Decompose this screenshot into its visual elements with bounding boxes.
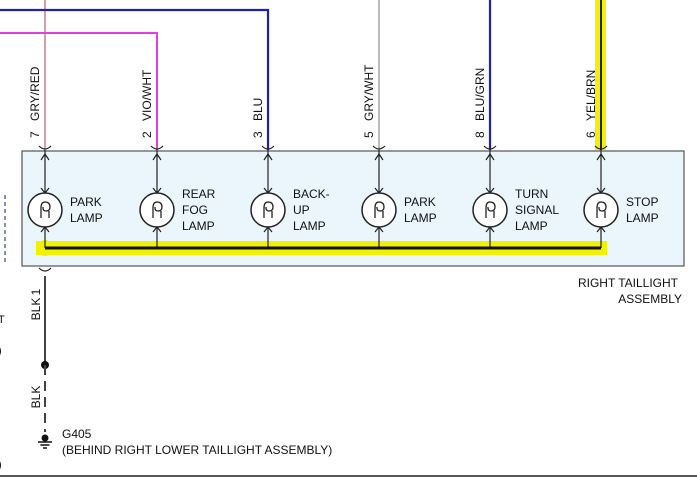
wire-pin-number: 6 [584, 131, 598, 138]
bulb-icon [361, 192, 397, 228]
arrow-top-icon [596, 152, 606, 161]
assembly-label-line1: RIGHT TAILLIGHT [578, 276, 679, 290]
top-connector-arc [38, 145, 52, 150]
arrow-top-icon [374, 152, 384, 161]
wire-color-code: GRY/WHT [362, 64, 376, 121]
lamps: PARKLAMPREARFOGLAMPBACK-UPLAMPPARKLAMPTU… [27, 145, 659, 248]
filament-icon [152, 201, 163, 218]
arrow-top-icon [40, 152, 50, 161]
lamp-label-line: LAMP [404, 211, 437, 225]
lamp-label-line: STOP [626, 195, 658, 209]
lamp-label-line: PARK [70, 195, 102, 209]
lamp-circuit: REAR FOG LAMP [139, 145, 216, 248]
top-wires [0, 0, 606, 150]
filament-icon [485, 201, 496, 218]
lamp-label-line: REAR [182, 187, 216, 201]
wire-pin-number: 3 [251, 131, 265, 138]
lamp-circuit: BACK- UP LAMP [250, 145, 330, 248]
lamp-label-line: LAMP [182, 219, 215, 233]
filament-icon [40, 201, 51, 218]
left-edge-fragment-1: T [0, 314, 5, 326]
top-connector-arc [372, 145, 386, 150]
lamp-label-line: LAMP [70, 211, 103, 225]
ground-wire-color-lower: BLK [29, 386, 43, 409]
wire-color-code: BLU/GRN [473, 68, 487, 121]
left-edge-fragment-3: ) [0, 459, 2, 471]
filament-icon [596, 201, 607, 218]
bulb-icon [250, 192, 286, 228]
wire-pin-number: 2 [140, 131, 154, 138]
lamp-label-line: TURN [515, 187, 548, 201]
top-connector-arc [594, 145, 608, 150]
arrow-top-icon [152, 152, 162, 161]
arrow-top-icon [263, 152, 273, 161]
ground-connector-arc [38, 267, 52, 272]
ground-id: G405 [62, 427, 92, 441]
filament-icon [263, 201, 274, 218]
ground-pin-number: 1 [29, 288, 43, 295]
bulb-icon [583, 192, 619, 228]
arrow-top-icon [485, 152, 495, 161]
wire-vio-wht [0, 32, 158, 150]
assembly-label-line2: ASSEMBLY [618, 292, 682, 306]
wire-labels: 7 GRY/RED 2 VIO/WHT 3 BLU 5 GRY/WHT 8 BLU/GRN 6 YEL… [28, 64, 598, 138]
lamp-label-line: LAMP [515, 219, 548, 233]
filament-icon [374, 201, 385, 218]
wire-color-code: BLU [251, 98, 265, 121]
lamp-label-line: FOG [182, 203, 208, 217]
lamp-label-line: LAMP [293, 219, 326, 233]
ground-wire-color-upper: BLK [29, 298, 43, 321]
lamp-circuit: TURN SIGNAL LAMP [472, 145, 559, 248]
lamp-label-line: SIGNAL [515, 203, 559, 217]
lamp-label-line: LAMP [626, 211, 659, 225]
top-connector-arc [483, 145, 497, 150]
lamp-label-line: PARK [404, 195, 436, 209]
lamp-label-line: UP [293, 203, 310, 217]
lamp-label-line: BACK- [293, 187, 330, 201]
ground-location: (BEHIND RIGHT LOWER TAILLIGHT ASSEMBLY) [62, 443, 332, 457]
top-connector-arc [261, 145, 275, 150]
wire-blu [0, 8, 270, 150]
lamp-circuit: PARK LAMP [27, 145, 103, 248]
bulb-icon [139, 192, 175, 228]
wire-color-code: VIO/WHT [140, 69, 154, 121]
bulb-icon [27, 192, 63, 228]
wire-pin-number: 8 [473, 131, 487, 138]
lamp-circuit: PARK LAMP [361, 145, 437, 248]
wire-pin-number: 5 [362, 131, 376, 138]
ground-wire [38, 267, 52, 449]
wire-color-code: GRY/RED [28, 66, 42, 121]
left-edge-fragment-2: ) [0, 345, 2, 357]
lamp-circuit: STOP LAMP [583, 145, 659, 248]
bulb-icon [472, 192, 508, 228]
top-connector-arc [150, 145, 164, 150]
wire-pin-number: 7 [28, 131, 42, 138]
wire-color-code: YEL/BRN [584, 70, 598, 121]
